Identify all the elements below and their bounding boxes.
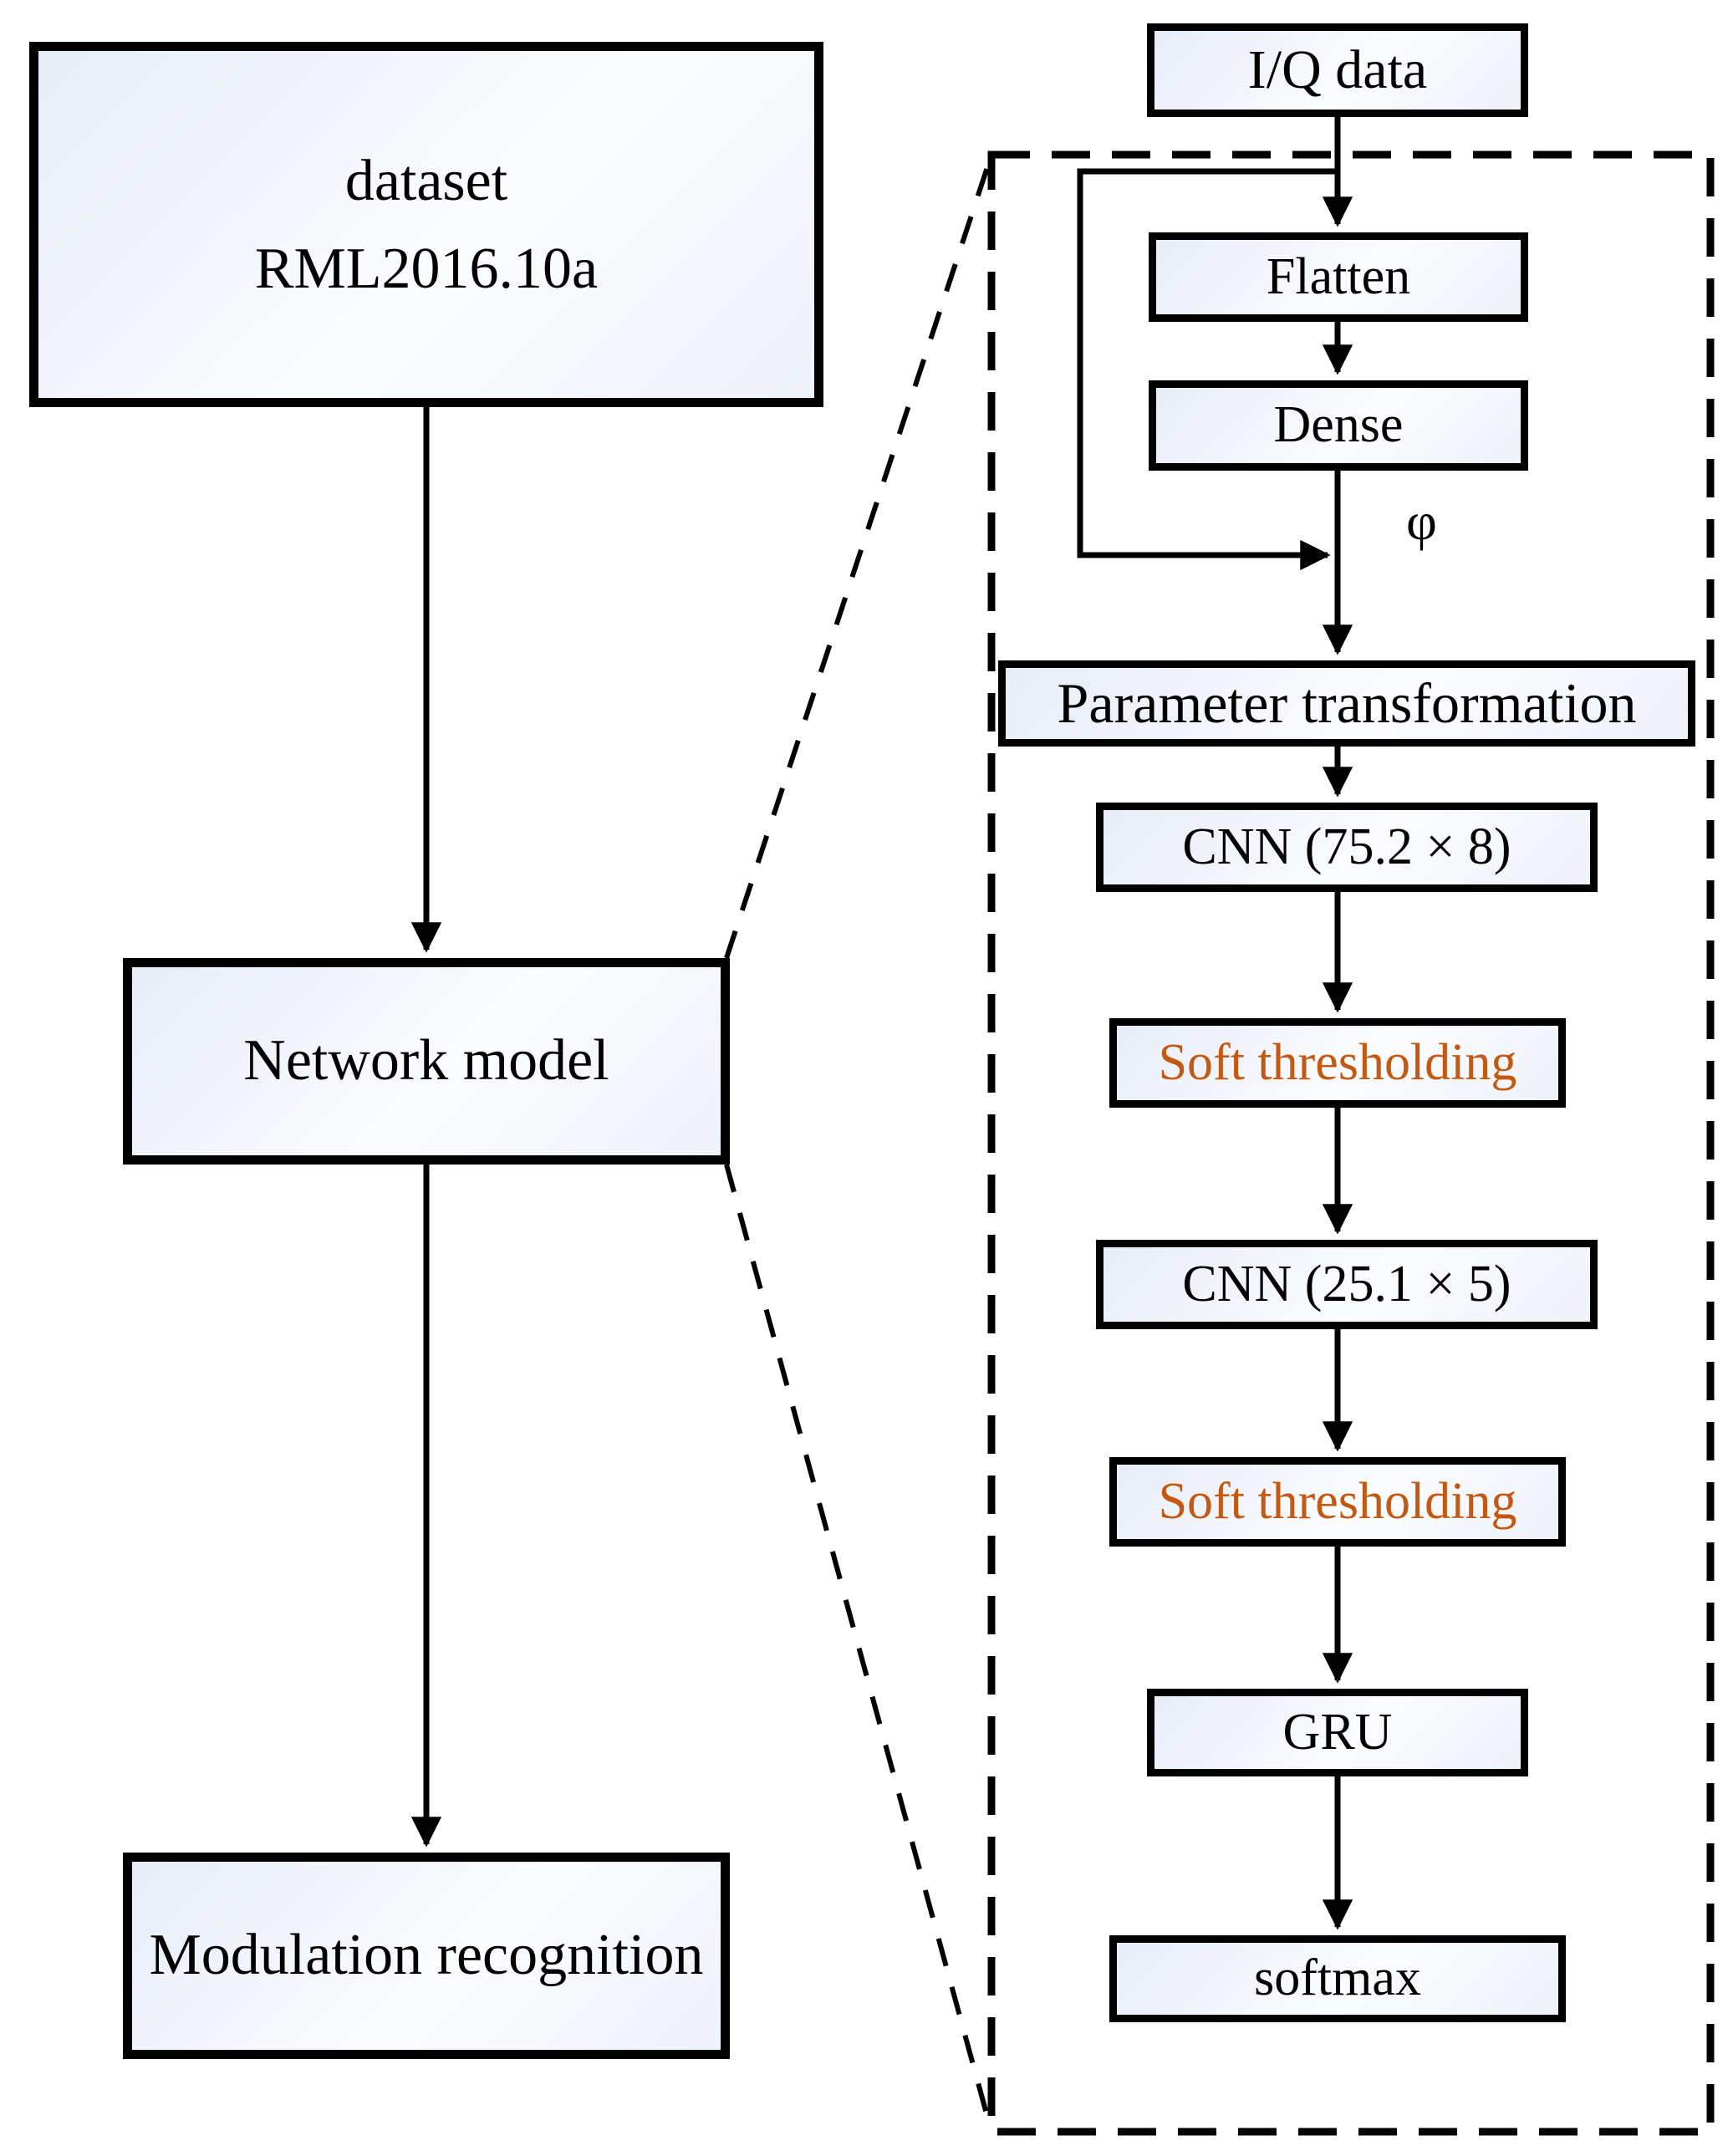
soft-thresholding-1-box: Soft thresholding — [1109, 1018, 1566, 1108]
dataset-label-line2: RML2016.10a — [254, 236, 599, 301]
gru-box: GRU — [1147, 1689, 1528, 1776]
parameter-transformation-label: Parameter transformation — [1057, 671, 1637, 736]
dataset-label-line1: dataset — [344, 148, 508, 213]
soft-thresholding-2-box: Soft thresholding — [1109, 1457, 1566, 1547]
softmax-box: softmax — [1109, 1935, 1566, 2022]
expansion-diagonal-top — [724, 154, 994, 959]
dataset-box: dataset RML2016.10a — [29, 42, 823, 407]
iq-data-box: I/Q data — [1147, 23, 1528, 117]
network-model-label: Network model — [243, 1028, 609, 1093]
softmax-label: softmax — [1254, 1950, 1421, 2007]
gru-label: GRU — [1282, 1703, 1393, 1761]
cnn-2-label: CNN (25.1 × 5) — [1182, 1255, 1511, 1312]
detail-dashed-container — [987, 150, 1715, 2136]
dense-box: Dense — [1149, 380, 1528, 471]
network-model-box: Network model — [123, 958, 730, 1165]
cnn-1-label: CNN (75.2 × 8) — [1182, 818, 1511, 875]
skip-connection — [1077, 168, 1338, 571]
flatten-box: Flatten — [1149, 232, 1528, 322]
cnn-2-box: CNN (25.1 × 5) — [1096, 1240, 1598, 1329]
modulation-recognition-label: Modulation recognition — [149, 1923, 704, 1988]
soft-thresholding-1-label: Soft thresholding — [1158, 1033, 1517, 1091]
phi-symbol-label: φ — [1406, 492, 1437, 551]
dense-label: Dense — [1273, 396, 1404, 454]
iq-data-label: I/Q data — [1247, 39, 1428, 101]
parameter-transformation-box: Parameter transformation — [998, 660, 1695, 747]
soft-thresholding-2-label: Soft thresholding — [1158, 1472, 1517, 1530]
modulation-recognition-box: Modulation recognition — [123, 1853, 730, 2059]
expansion-diagonal-bottom — [724, 1164, 994, 2133]
flatten-label: Flatten — [1266, 247, 1411, 305]
cnn-1-box: CNN (75.2 × 8) — [1096, 803, 1598, 892]
